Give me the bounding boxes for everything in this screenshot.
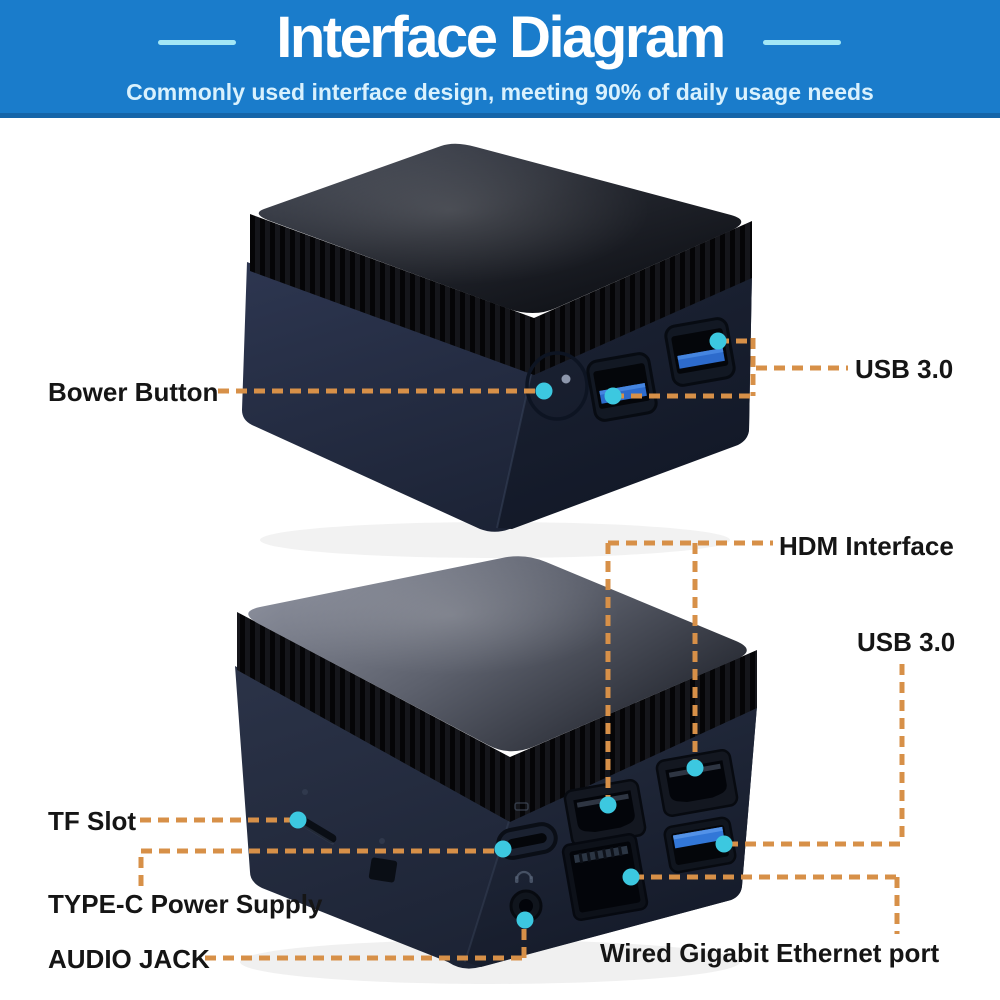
- label-usb-top: USB 3.0: [855, 354, 954, 384]
- power-led: [561, 374, 571, 384]
- vent-band: [250, 214, 752, 375]
- label-power-button: Bower Button: [48, 377, 219, 407]
- lock-slot: [368, 857, 398, 883]
- audio-jack-port: [509, 889, 543, 923]
- title-right-dash: [763, 40, 841, 45]
- headphone-icon: [515, 870, 533, 883]
- leader-tf-slot: [140, 811, 307, 829]
- page-subtitle: Commonly used interface design, meeting …: [126, 79, 874, 105]
- vent-band: [237, 612, 757, 822]
- power-button: [525, 351, 589, 421]
- leader-usb-top: [604, 332, 848, 405]
- usb3-port-front-1: [586, 352, 658, 422]
- usb3-port-front-2: [664, 317, 736, 387]
- label-audio-jack: AUDIO JACK: [48, 944, 210, 974]
- header-banner: Interface Diagram Commonly used interfac…: [0, 0, 1000, 118]
- leader-type-c: [138, 840, 512, 886]
- leader-hdmi: [599, 540, 773, 814]
- leader-power-button: [218, 382, 553, 400]
- label-tf-slot: TF Slot: [48, 806, 137, 836]
- top-device-shadow: [260, 522, 730, 558]
- lock-slot-icon: [379, 838, 385, 844]
- label-hdmi: HDM Interface: [779, 531, 954, 561]
- tf-slot-icon: [302, 789, 308, 795]
- mini-pc-front-view: [242, 143, 752, 532]
- leader-audio-jack: [205, 911, 534, 961]
- page-title: Interface Diagram: [276, 5, 726, 70]
- label-ethernet: Wired Gigabit Ethernet port: [600, 938, 940, 968]
- leader-ethernet: [622, 868, 900, 934]
- label-usb-rear: USB 3.0: [857, 627, 956, 657]
- hdmi-port-2: [655, 749, 739, 817]
- label-type-c: TYPE-C Power Supply: [48, 889, 323, 919]
- title-left-dash: [158, 40, 236, 45]
- type-c-port: [496, 822, 558, 860]
- ethernet-port: [561, 833, 649, 921]
- leader-usb-rear: [715, 664, 905, 853]
- power-in-icon: [514, 802, 529, 811]
- usb3-port-rear: [663, 816, 737, 874]
